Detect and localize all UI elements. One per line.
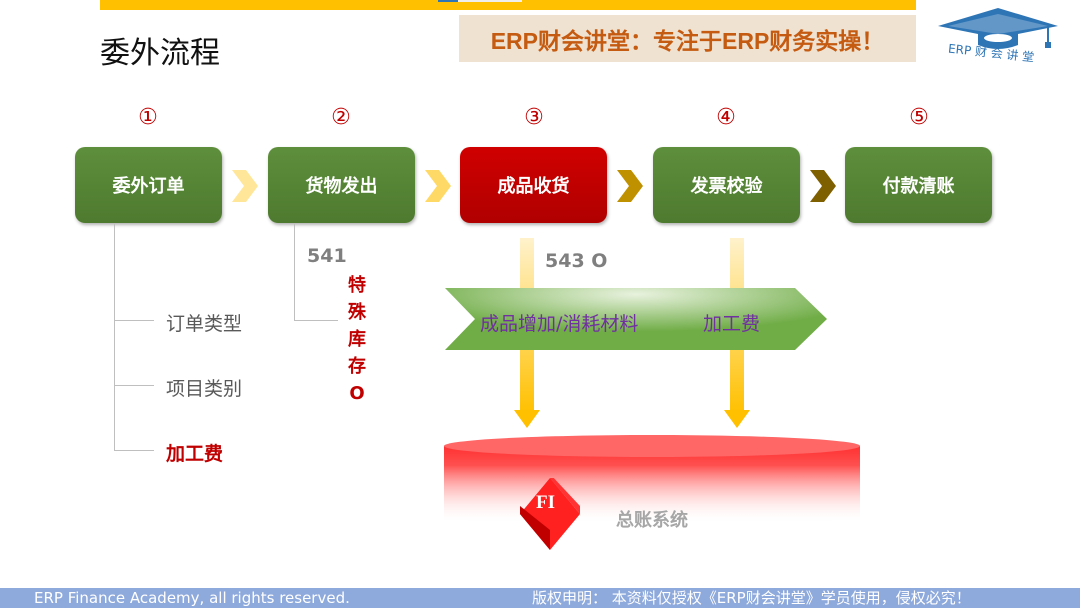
fi-module-icon [520, 478, 580, 550]
processing-fee-label: 加工费 [166, 443, 224, 465]
arrow-down-icon [514, 410, 540, 428]
footer-bar: ERP Finance Academy, all rights reserved… [0, 588, 1080, 608]
footer-notice: 版权申明： 本资料仅授权《ERP财会讲堂》学员使用，侵权必究！ [532, 589, 971, 607]
movement-type-541: 541 [307, 245, 347, 267]
chevron-right-icon [425, 170, 451, 202]
tree-branch [114, 385, 154, 386]
slogan-banner: ERP财会讲堂：专注于ERP财务实操！ [459, 15, 916, 62]
tree-line [294, 223, 295, 321]
step-invoice-verification[interactable]: 发票校验 [653, 147, 800, 223]
flow-right-label: 加工费 [703, 313, 761, 335]
step-number: ⑤ [909, 105, 929, 130]
step-payment-clearing[interactable]: 付款清账 [845, 147, 992, 223]
step-number: ④ [716, 105, 736, 130]
arrow-down-icon [724, 410, 750, 428]
general-ledger-label: 总账系统 [616, 510, 688, 531]
step-number: ③ [524, 105, 544, 130]
tree-branch [114, 320, 154, 321]
page-title: 委外流程 [100, 36, 220, 71]
tree-branch [114, 450, 154, 451]
item-category-label: 项目类别 [166, 378, 243, 400]
step-goods-receipt[interactable]: 成品收货 [460, 147, 607, 223]
fi-badge-text: FI [536, 492, 555, 513]
footer-copyright: ERP Finance Academy, all rights reserved… [34, 589, 350, 607]
top-accent-bar [100, 0, 916, 10]
chevron-right-icon [232, 170, 258, 202]
order-type-label: 订单类型 [166, 313, 243, 335]
flow-banner-arrow [445, 288, 827, 350]
step-number: ① [138, 105, 158, 130]
step-goods-issue[interactable]: 货物发出 [268, 147, 415, 223]
tree-line [114, 223, 115, 450]
step-number: ② [331, 105, 351, 130]
step-purchase-order[interactable]: 委外订单 [75, 147, 222, 223]
graduation-cap-logo-icon [938, 8, 1058, 49]
chevron-right-icon [617, 170, 643, 202]
tree-branch [294, 320, 338, 321]
movement-type-543: 543 O [545, 250, 608, 272]
flow-left-label: 成品增加/消耗材料 [480, 313, 639, 335]
chevron-right-icon [810, 170, 836, 202]
